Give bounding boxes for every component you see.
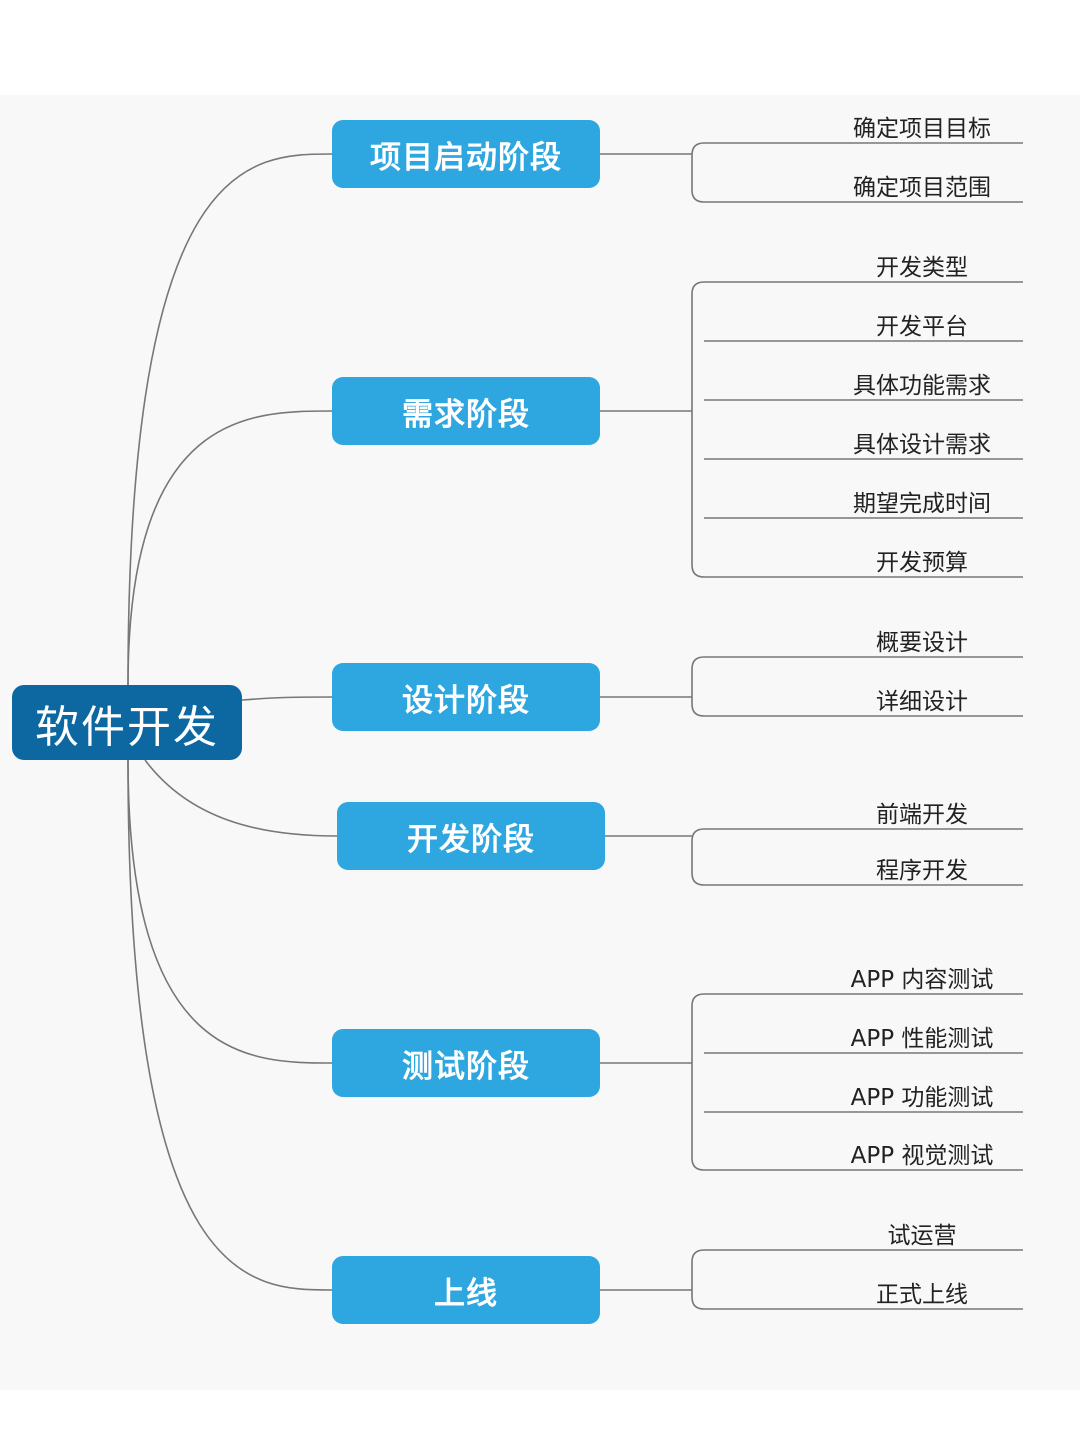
leaf-node: 开发平台 — [876, 314, 968, 340]
branch-node: 项目启动阶段 — [332, 120, 600, 188]
root-connector — [127, 759, 333, 1291]
branch-node: 上线 — [332, 1256, 600, 1324]
branch-node: 开发阶段 — [337, 802, 605, 870]
root-connector — [127, 153, 333, 686]
leaf-bracket — [691, 993, 705, 1171]
leaf-bracket — [691, 281, 705, 578]
leaf-bracket — [691, 1249, 705, 1310]
root-connector — [144, 759, 338, 837]
leaf-node: 期望完成时间 — [853, 491, 991, 517]
branch-node: 设计阶段 — [332, 663, 600, 731]
leaf-node: 概要设计 — [876, 630, 968, 656]
leaf-node: APP 视觉测试 — [850, 1143, 994, 1169]
leaf-node: APP 性能测试 — [850, 1026, 994, 1052]
branch-node: 测试阶段 — [332, 1029, 600, 1097]
root-connector — [127, 759, 333, 1064]
leaf-node: 正式上线 — [876, 1282, 968, 1308]
leaf-node: 试运营 — [887, 1223, 957, 1249]
root-node: 软件开发 — [12, 685, 242, 760]
leaf-node: 确定项目目标 — [853, 116, 991, 142]
leaf-node: 具体设计需求 — [853, 432, 991, 458]
leaf-node: 前端开发 — [876, 802, 968, 828]
branch-node: 需求阶段 — [332, 377, 600, 445]
leaf-node: 程序开发 — [876, 858, 968, 884]
leaf-node: APP 内容测试 — [850, 967, 994, 993]
leaf-node: 确定项目范围 — [853, 175, 991, 201]
leaf-bracket — [691, 828, 705, 886]
leaf-bracket — [691, 142, 705, 203]
leaf-bracket — [691, 656, 705, 717]
leaf-node: 开发类型 — [876, 255, 968, 281]
root-connector — [127, 410, 333, 686]
leaf-node: APP 功能测试 — [850, 1085, 994, 1111]
root-connector — [241, 696, 333, 701]
leaf-node: 详细设计 — [876, 689, 968, 715]
leaf-node: 开发预算 — [876, 550, 968, 576]
leaf-node: 具体功能需求 — [853, 373, 991, 399]
